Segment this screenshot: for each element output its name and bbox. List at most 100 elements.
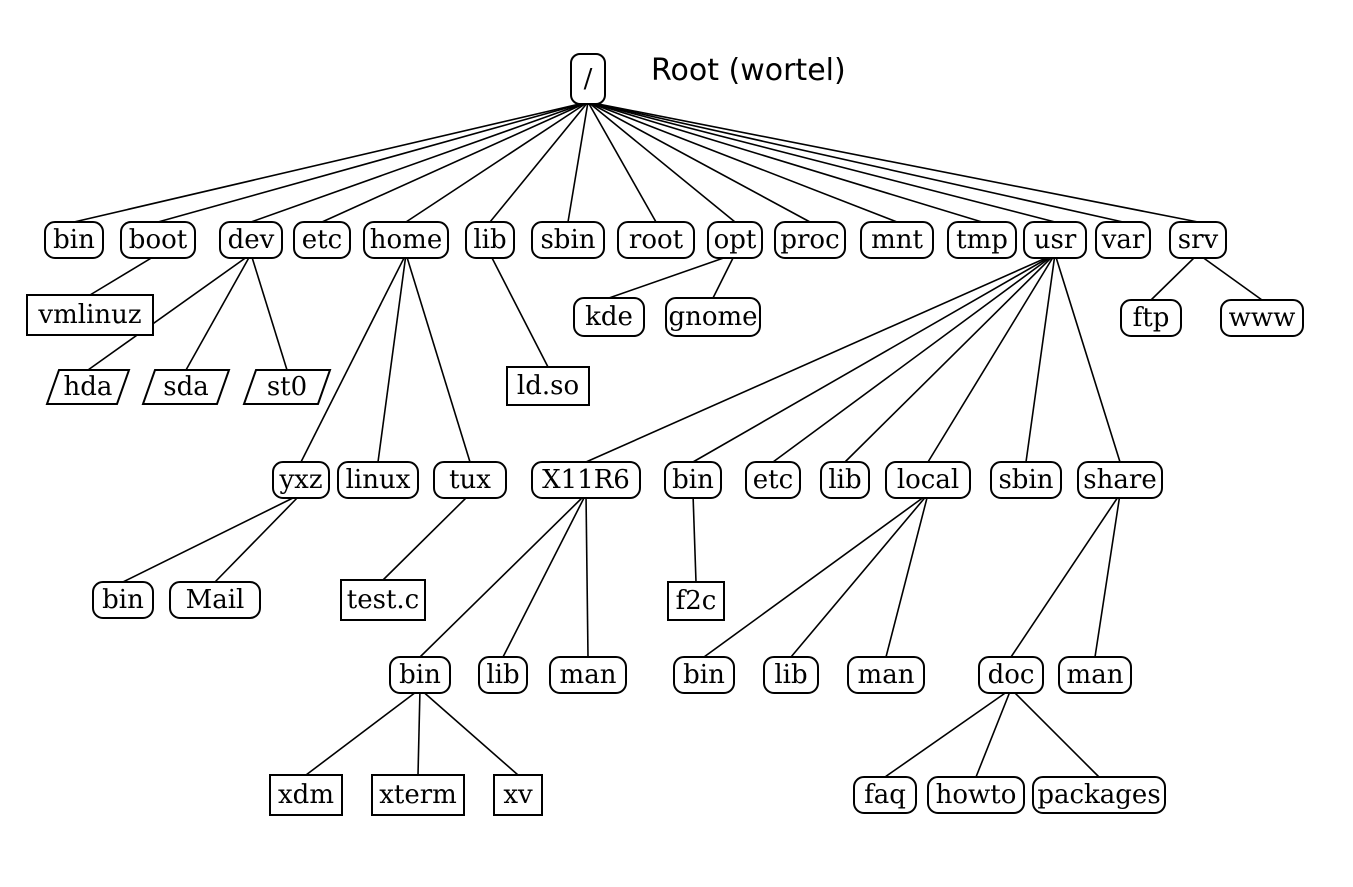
edge-ubin-f2c bbox=[692, 493, 697, 583]
node-x11r6-label: X11R6 bbox=[542, 465, 630, 495]
node-xv: xv bbox=[493, 774, 543, 816]
edge-root-home bbox=[405, 101, 589, 223]
node-llib-label: lib bbox=[774, 660, 807, 690]
node-xdm: xdm bbox=[269, 774, 343, 816]
node-xdm-shape bbox=[269, 774, 343, 816]
node-testc-label: test.c bbox=[347, 585, 419, 615]
node-etc-shape bbox=[293, 221, 351, 259]
node-lman-shape bbox=[847, 656, 925, 694]
node-ubin: bin bbox=[664, 461, 722, 499]
node-mail-label: Mail bbox=[186, 585, 245, 615]
node-share: share bbox=[1077, 461, 1163, 499]
edge-root-mnt bbox=[587, 101, 898, 223]
node-lib: lib bbox=[465, 221, 515, 259]
node-faq-label: faq bbox=[864, 780, 906, 810]
node-xterm: xterm bbox=[371, 774, 465, 816]
node-ulib: lib bbox=[820, 461, 870, 499]
node-howto-shape bbox=[927, 776, 1025, 814]
node-sman-shape bbox=[1058, 656, 1132, 694]
node-lib-label: lib bbox=[473, 225, 506, 255]
node-gnome-shape bbox=[665, 297, 761, 337]
node-vmlinuz-label: vmlinuz bbox=[37, 300, 141, 330]
node-srv-shape bbox=[1169, 221, 1227, 259]
node-kde: kde bbox=[573, 297, 645, 337]
node-xlib-shape bbox=[478, 656, 528, 694]
node-x11r6-shape bbox=[531, 461, 641, 499]
node-ybin-shape bbox=[92, 581, 154, 619]
root-caption: Root (wortel) bbox=[651, 53, 846, 88]
node-xman-label: man bbox=[560, 660, 617, 690]
node-home: home bbox=[363, 221, 449, 259]
edge-root-sbin bbox=[567, 101, 589, 223]
node-sda: sda bbox=[141, 369, 231, 405]
node-testc: test.c bbox=[340, 579, 426, 621]
node-home-shape bbox=[363, 221, 449, 259]
edge-usr-usbin bbox=[1025, 253, 1056, 463]
node-bin: bin bbox=[44, 221, 104, 259]
node-doc-label: doc bbox=[988, 660, 1035, 690]
node-ldso: ld.so bbox=[506, 366, 590, 406]
node-sbin-label: sbin bbox=[540, 225, 595, 255]
node-local-label: local bbox=[897, 465, 959, 495]
edge-root-proc bbox=[587, 101, 811, 223]
node-mnt: mnt bbox=[860, 221, 934, 259]
edge-root-etc bbox=[321, 101, 589, 223]
edge-doc-packages bbox=[1010, 688, 1100, 778]
edge-x11r6-xman bbox=[585, 493, 589, 658]
node-gnome: gnome bbox=[665, 297, 761, 337]
edge-opt-kde bbox=[608, 253, 736, 299]
edge-opt-gnome bbox=[712, 253, 736, 299]
edge-x11r6-xbin bbox=[419, 493, 587, 658]
node-st0-shape bbox=[242, 369, 332, 405]
node-xbin-shape bbox=[389, 656, 451, 694]
node-xv-shape bbox=[493, 774, 543, 816]
node-root-label: / bbox=[584, 64, 593, 94]
node-howto: howto bbox=[927, 776, 1025, 814]
node-usbin-shape bbox=[990, 461, 1062, 499]
node-doc: doc bbox=[978, 656, 1044, 694]
node-usr: usr bbox=[1023, 221, 1087, 259]
node-bin-shape bbox=[44, 221, 104, 259]
node-proc-shape bbox=[774, 221, 846, 259]
node-ybin: bin bbox=[92, 581, 154, 619]
node-ldso-label: ld.so bbox=[517, 371, 579, 401]
node-kde-shape bbox=[573, 297, 645, 337]
edge-root-var bbox=[587, 101, 1124, 223]
node-uetc-label: etc bbox=[753, 465, 793, 495]
node-sman: man bbox=[1058, 656, 1132, 694]
node-howto-label: howto bbox=[936, 780, 1017, 810]
node-lman: man bbox=[847, 656, 925, 694]
node-local-shape bbox=[885, 461, 971, 499]
node-opt-shape bbox=[707, 221, 763, 259]
node-var-label: var bbox=[1101, 225, 1145, 255]
node-ulib-label: lib bbox=[828, 465, 861, 495]
node-share-label: share bbox=[1083, 465, 1156, 495]
edge-home-tux bbox=[405, 253, 471, 463]
node-mnt-label: mnt bbox=[871, 225, 923, 255]
node-dev-shape bbox=[219, 221, 283, 259]
node-sbin: sbin bbox=[531, 221, 605, 259]
node-etc: etc bbox=[293, 221, 351, 259]
edge-home-yxz bbox=[300, 253, 407, 463]
edge-srv-www bbox=[1197, 253, 1263, 301]
node-tmp-shape bbox=[947, 221, 1017, 259]
node-uetc: etc bbox=[745, 461, 801, 499]
edge-lib-ldso bbox=[489, 253, 549, 368]
node-ulib-shape bbox=[820, 461, 870, 499]
node-yxz-shape bbox=[272, 461, 330, 499]
edge-usr-ubin bbox=[692, 253, 1056, 463]
edge-usr-uetc bbox=[772, 253, 1056, 463]
node-uetc-shape bbox=[745, 461, 801, 499]
node-share-shape bbox=[1077, 461, 1163, 499]
edge-yxz-ybin bbox=[122, 493, 302, 583]
node-packages: packages bbox=[1032, 776, 1166, 814]
node-ubin-shape bbox=[664, 461, 722, 499]
edge-root-bin bbox=[73, 101, 589, 223]
node-opt-label: opt bbox=[714, 225, 757, 255]
node-lbin-label: bin bbox=[683, 660, 725, 690]
edge-root-tmp bbox=[587, 101, 983, 223]
node-ubin-label: bin bbox=[672, 465, 714, 495]
edge-usr-local bbox=[927, 253, 1056, 463]
node-ftp: ftp bbox=[1120, 299, 1182, 337]
